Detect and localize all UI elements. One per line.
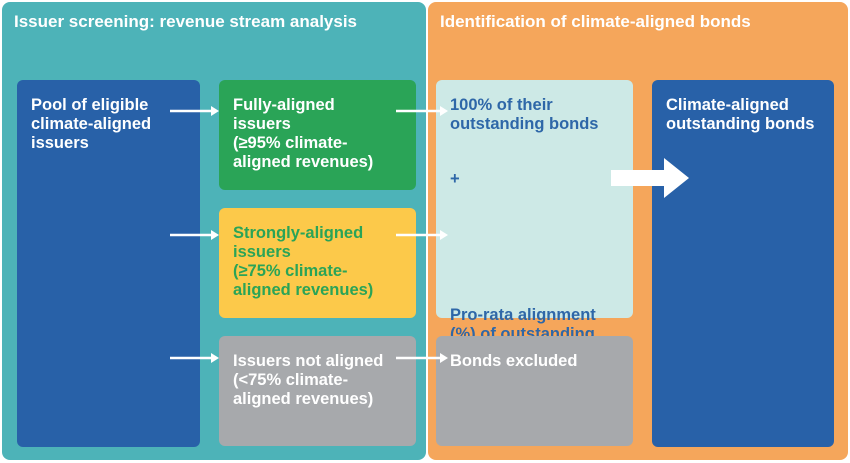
fully-line-2: issuers — [233, 115, 291, 133]
notaligned-to-excluded-arrow — [396, 353, 448, 363]
fully-line-1: Fully-aligned — [233, 96, 335, 114]
to-climate-aligned-bonds-arrow — [611, 158, 689, 198]
climate-aligned-bonds-box: Climate-aligned outstanding bonds — [652, 80, 834, 447]
plus-sign: + — [450, 170, 460, 188]
pool-line-1: Pool of eligible — [31, 96, 149, 114]
eligible-issuers-pool-box: Pool of eligible climate-aligned issuers — [17, 80, 200, 447]
pool-line-3: issuers — [31, 134, 89, 152]
strong-line-2: issuers — [233, 243, 291, 261]
strong-line-3: (≥75% climate- — [233, 262, 348, 280]
notal-line-2: (<75% climate- — [233, 371, 349, 389]
issuer-screening-title: Issuer screening: revenue stream analysi… — [14, 12, 358, 31]
excluded-text: Bonds excluded — [450, 352, 578, 370]
result-line-2: outstanding bonds — [666, 115, 815, 133]
result-line-1: Climate-aligned — [666, 96, 789, 114]
outstanding-line-1: 100% of their — [450, 96, 553, 114]
fully-to-outstanding-arrow — [396, 106, 448, 116]
bond-identification-title: Identification of climate-aligned bonds — [440, 12, 751, 31]
bond-alignment-box: 100% of their outstanding bonds + Pro-ra… — [436, 80, 633, 362]
prorata-line-1: Pro-rata alignment — [450, 306, 596, 324]
pool-to-strong-arrow — [170, 230, 219, 240]
bonds-excluded-box: Bonds excluded — [436, 336, 633, 446]
pool-line-2: climate-aligned — [31, 115, 152, 133]
strong-to-prorata-arrow — [396, 230, 448, 240]
fully-aligned-issuers-box: Fully-aligned issuers (≥95% climate- ali… — [219, 80, 416, 190]
strong-line-4: aligned revenues) — [233, 281, 374, 299]
notal-line-3: aligned revenues) — [233, 390, 374, 408]
fully-line-4: aligned revenues) — [233, 153, 374, 171]
pool-to-fully-arrow — [170, 106, 219, 116]
strongly-aligned-issuers-box: Strongly-aligned issuers (≥75% climate- … — [219, 208, 416, 318]
pool-to-notaligned-arrow — [170, 353, 219, 363]
outstanding-line-2: outstanding bonds — [450, 115, 599, 133]
notal-line-1: Issuers not aligned — [233, 352, 384, 370]
fully-line-3: (≥95% climate- — [233, 134, 348, 152]
strong-line-1: Strongly-aligned — [233, 224, 364, 242]
issuers-not-aligned-box: Issuers not aligned (<75% climate- align… — [219, 336, 416, 446]
